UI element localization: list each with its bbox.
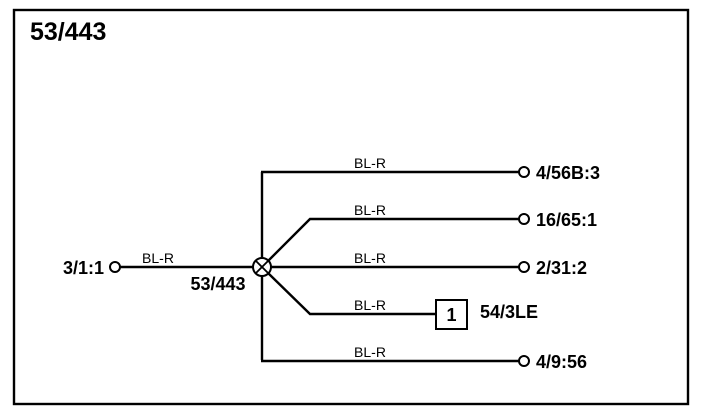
branch-wire-label-4: BL-R: [354, 297, 386, 313]
splice-cross-b: [254, 259, 270, 275]
diagram-frame: [12, 8, 690, 406]
input-terminal-label: 3/1:1: [63, 258, 104, 278]
branch-terminal-label-2: 16/65:1: [536, 210, 597, 230]
branch-wire-label-2: BL-R: [354, 202, 386, 218]
branch-wire-2: [267, 217, 519, 262]
input-wire-label: BL-R: [142, 250, 174, 266]
branch-terminal-1: [518, 166, 530, 178]
branch-terminal-label-3: 2/31:2: [536, 258, 587, 278]
diagram-title: 53/443: [30, 18, 106, 46]
branch-terminal-label-1: 4/56B:3: [536, 163, 600, 183]
branch-wire-label-1: BL-R: [354, 155, 386, 171]
branch-terminal-3: [518, 261, 530, 273]
branch-terminal-5: [518, 355, 530, 367]
splice-label: 53/443: [190, 274, 245, 294]
branch-wire-label-3: BL-R: [354, 250, 386, 266]
component-box: [435, 299, 468, 330]
input-terminal-circle: [109, 261, 121, 273]
branch-wire-4: [267, 272, 436, 316]
branch-terminal-2: [518, 213, 530, 225]
branch-wire-label-5: BL-R: [354, 344, 386, 360]
branch-terminal-label-5: 4/9:56: [536, 352, 587, 372]
component-box-number: 1: [446, 305, 456, 325]
branch-terminal-label-4: 54/3LE: [480, 302, 538, 322]
